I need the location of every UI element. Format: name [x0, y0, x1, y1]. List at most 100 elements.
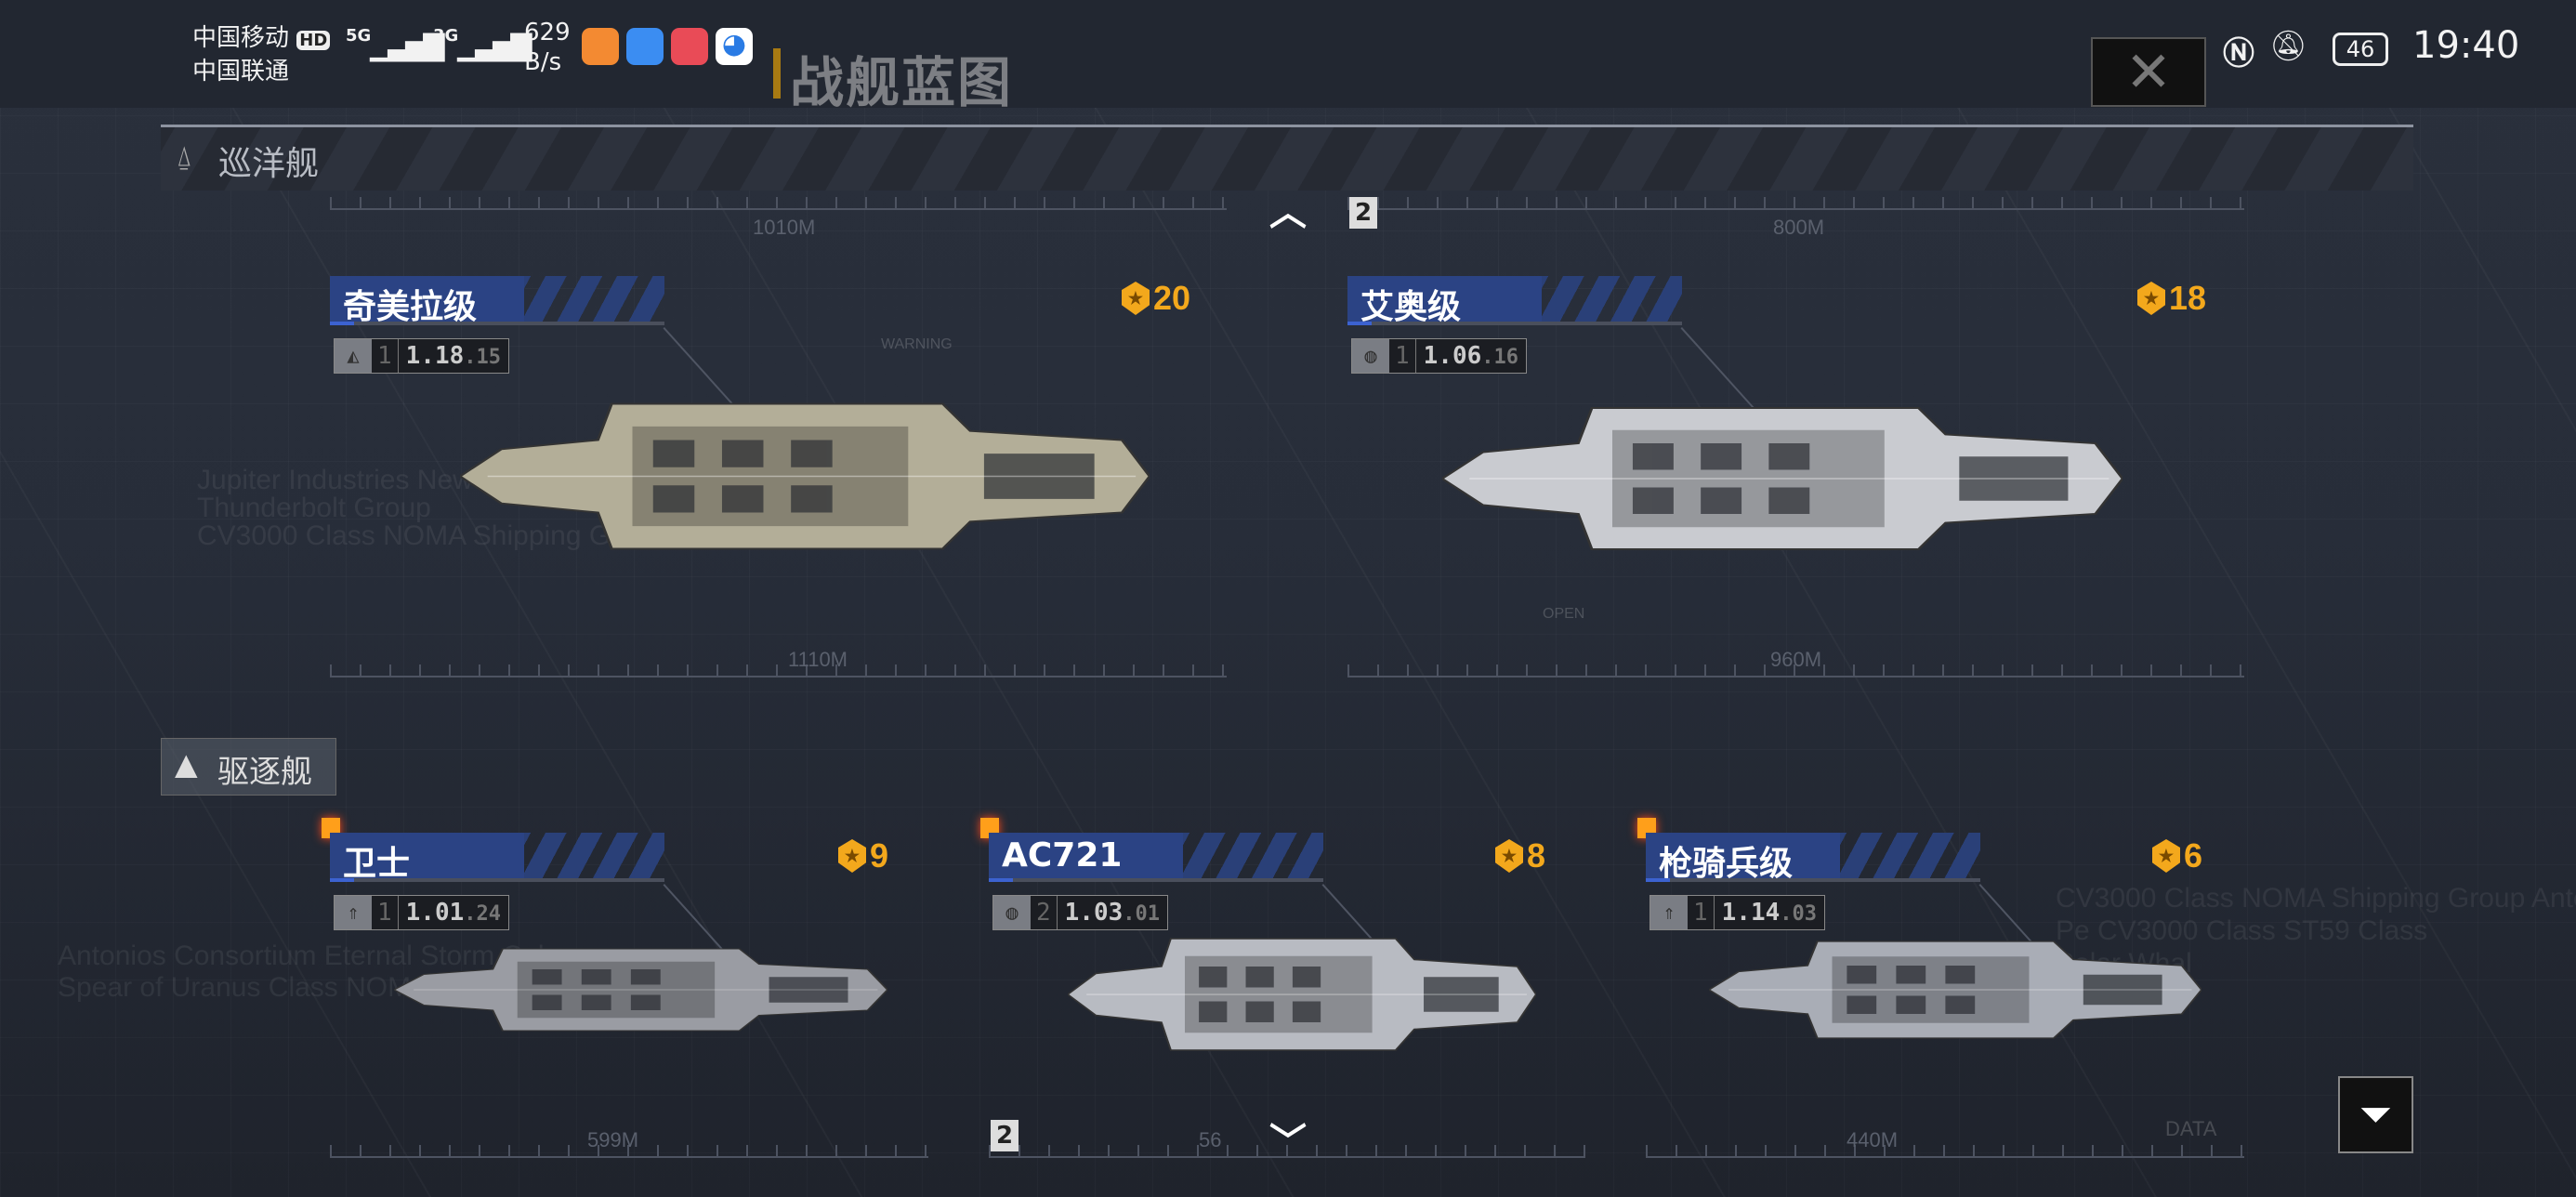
- points-value: 6: [2184, 836, 2203, 875]
- ship-panels: [1199, 967, 1499, 1022]
- prism-faction-icon: ◭: [347, 344, 360, 368]
- title-accent: [773, 48, 781, 99]
- length-ruler: [1347, 664, 2244, 677]
- ship-name-banner: 艾奥级: [1347, 276, 1682, 326]
- ship-version: 1.18.15: [398, 339, 509, 373]
- bg-text: Antonios Consortium Eternal Storm Calss: [58, 940, 572, 971]
- close-button[interactable]: ✕: [2091, 37, 2206, 107]
- length-label: 800M: [1773, 216, 1825, 239]
- section-header-destroyer[interactable]: ▲ 驱逐舰: [161, 738, 336, 796]
- bg-text: Pe CV3000 Class ST59 Class: [2056, 915, 2428, 946]
- ship-image[interactable]: [394, 939, 887, 1041]
- length-label: 440M: [1847, 1128, 1899, 1151]
- page-badge: 2: [1349, 197, 1377, 229]
- ship-build: .03: [1780, 902, 1818, 926]
- signal-icon: ▁▃▅▇: [457, 30, 532, 62]
- ship-tier: 1: [1389, 339, 1416, 373]
- length-ruler: [989, 1145, 1585, 1158]
- ship-panels: [1847, 966, 2162, 1014]
- ship-image[interactable]: [1068, 925, 1536, 1064]
- length-ruler: [330, 664, 1227, 677]
- ship-name-banner: 卫士: [330, 833, 664, 883]
- open-label: OPEN: [1543, 606, 1585, 622]
- filter-icon: ⏷: [2359, 1091, 2393, 1138]
- ship-panels: [532, 969, 848, 1010]
- net-speed: 629: [524, 19, 571, 46]
- ship-tier: 2: [1031, 896, 1058, 929]
- ship-build: .15: [464, 346, 502, 369]
- rank-medal-icon: ★: [2137, 282, 2165, 315]
- section-label: 巡洋舰: [218, 145, 320, 183]
- carrier-1: 中国移动 HD: [192, 19, 331, 53]
- command-points: ★20: [1122, 279, 1190, 318]
- ship-hull: [1068, 938, 1536, 1051]
- ship-hull: [394, 948, 887, 1032]
- data-label: DATA: [2165, 1117, 2217, 1140]
- ship-build: .01: [1123, 902, 1161, 926]
- ship-class-icon: ▲: [175, 746, 198, 782]
- bg-text: CV3000 Class NOMA Shipping Group Antoniu…: [2056, 883, 2576, 914]
- ship-class-icon: ⍙: [176, 140, 192, 173]
- warning-label: WARNING: [881, 336, 953, 352]
- points-value: 20: [1153, 279, 1191, 317]
- ship-name: 枪骑兵级: [1659, 845, 1794, 883]
- ship-name: 奇美拉级: [343, 288, 478, 326]
- length-label: 960M: [1770, 648, 1822, 671]
- ship-version: 1.06.16: [1415, 339, 1527, 373]
- ship-image[interactable]: [1442, 390, 2123, 567]
- ship-tier: 1: [372, 339, 399, 373]
- ship-name-banner: 枪骑兵级: [1646, 833, 1980, 883]
- net-speed-unit: B/s: [524, 48, 562, 76]
- ship-build: .16: [1481, 346, 1519, 369]
- ship-name: 艾奥级: [1360, 288, 1462, 326]
- command-points: ★6: [2152, 836, 2202, 875]
- rank-medal-icon: ★: [2152, 839, 2180, 873]
- ship-hull: [1709, 940, 2201, 1039]
- length-label: 1010M: [753, 216, 816, 239]
- rocket-faction-icon: ⇑: [1663, 901, 1676, 925]
- mute-icon: 🔕︎: [2269, 28, 2307, 63]
- nfc-icon: Ⓝ: [2223, 35, 2254, 72]
- ship-hull: [1442, 407, 2123, 550]
- ship-tier: 1: [372, 896, 399, 929]
- section-header-cruiser[interactable]: ⍙ 巡洋舰: [161, 125, 2413, 191]
- length-label: 56: [1199, 1128, 1222, 1151]
- scroll-down-chevron-icon[interactable]: ﹀: [1269, 1121, 1307, 1164]
- length-ruler: [330, 1145, 928, 1158]
- length-ruler: [1347, 197, 2244, 210]
- ship-build: .24: [464, 902, 502, 926]
- ship-version: 1.14.03: [1714, 896, 1825, 929]
- scroll-up-chevron-icon[interactable]: ︿: [1269, 191, 1307, 234]
- ship-tier: 1: [1688, 896, 1715, 929]
- rank-medal-icon: ★: [1495, 839, 1523, 873]
- length-label: 1110M: [788, 648, 848, 671]
- rocket-faction-icon: ⇑: [347, 901, 360, 925]
- ship-panels: [1632, 443, 2069, 514]
- ship-image[interactable]: [1709, 929, 2201, 1050]
- ship-hull: [460, 402, 1150, 550]
- bg-text: CV3000 Class NOMA Shipping Grou: [197, 520, 651, 551]
- books-app-icon: [671, 28, 708, 65]
- command-points: ★9: [838, 836, 888, 875]
- notes-app-icon: [626, 28, 664, 65]
- ship-image[interactable]: [460, 386, 1150, 567]
- battery-icon: 46: [2333, 33, 2388, 66]
- filter-button[interactable]: ⏷: [2338, 1076, 2413, 1153]
- ship-version: 1.03.01: [1057, 896, 1168, 929]
- page-badge: 2: [991, 1120, 1019, 1151]
- network-5g: 5G: [346, 26, 372, 46]
- ship-name-banner: AC721: [989, 833, 1323, 882]
- command-points: ★8: [1495, 836, 1545, 875]
- ship-version: 1.01.24: [398, 896, 509, 929]
- bg-text: Thunderbolt Group: [197, 493, 431, 523]
- rank-medal-icon: ★: [1122, 282, 1150, 315]
- points-value: 9: [870, 836, 889, 875]
- ship-name: 卫士: [343, 845, 411, 883]
- rank-medal-icon: ★: [838, 839, 866, 873]
- network-3g: 3G: [433, 26, 459, 46]
- clock: 19:40: [2412, 24, 2520, 67]
- carrier-2: 中国联通: [192, 58, 290, 86]
